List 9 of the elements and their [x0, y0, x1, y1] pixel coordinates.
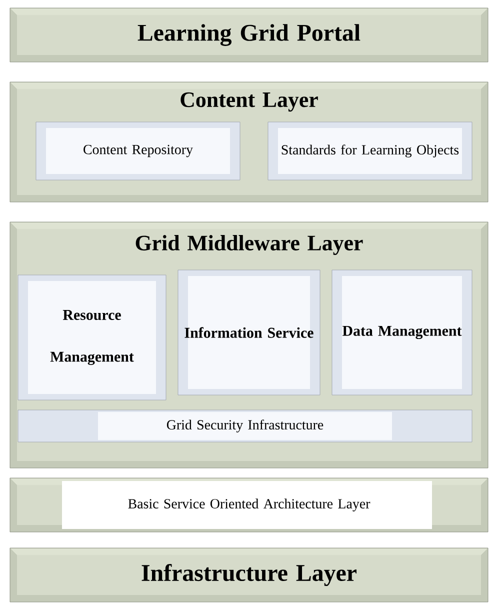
component-box: Resource Management	[18, 274, 166, 400]
layer-panel: Infrastructure Layer	[10, 548, 488, 602]
component-box: Information Service	[178, 270, 320, 396]
layer-panel: Learning Grid Portal	[10, 8, 488, 62]
component-box: Standards for Learning Objects	[268, 122, 472, 180]
component-box: Grid Security Infrastructure	[18, 410, 472, 442]
component-box: Content Repository	[36, 122, 240, 180]
component-box: Data Management	[332, 270, 472, 396]
layer-panel: Basic Service Oriented Architecture Layer	[10, 478, 488, 532]
